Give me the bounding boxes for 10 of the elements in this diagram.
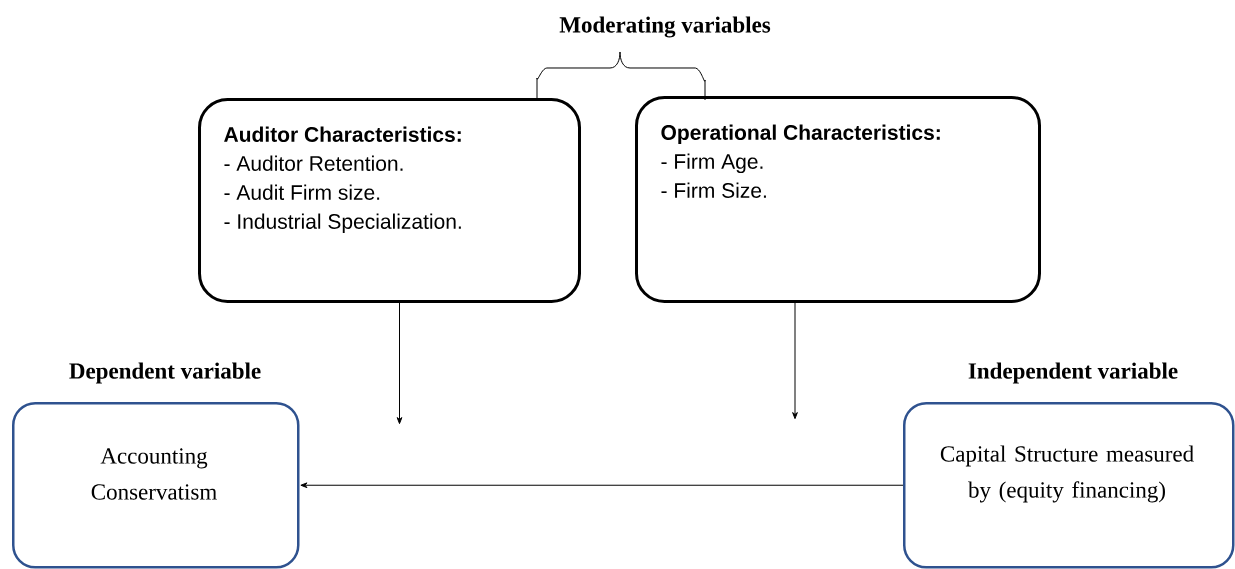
variable-heading: Dependent variable — [69, 362, 261, 384]
arrow — [396, 302, 403, 425]
characteristics-box: Operational Characteristics: - Firm Age. - Firm Size. — [635, 96, 1041, 303]
variable-box: Accounting Conservatism — [12, 402, 300, 569]
arrow — [300, 482, 904, 489]
moderating-heading: Moderating variables — [559, 16, 771, 38]
variable-heading: Independent variable — [968, 362, 1178, 384]
variable-box: Capital Structure measured by (equity financing) — [903, 402, 1235, 569]
characteristics-box: Auditor Characteristics: - Auditor Retention. - Audit Firm size. - Industrial Specialization. — [198, 98, 581, 303]
arrow — [792, 302, 798, 420]
